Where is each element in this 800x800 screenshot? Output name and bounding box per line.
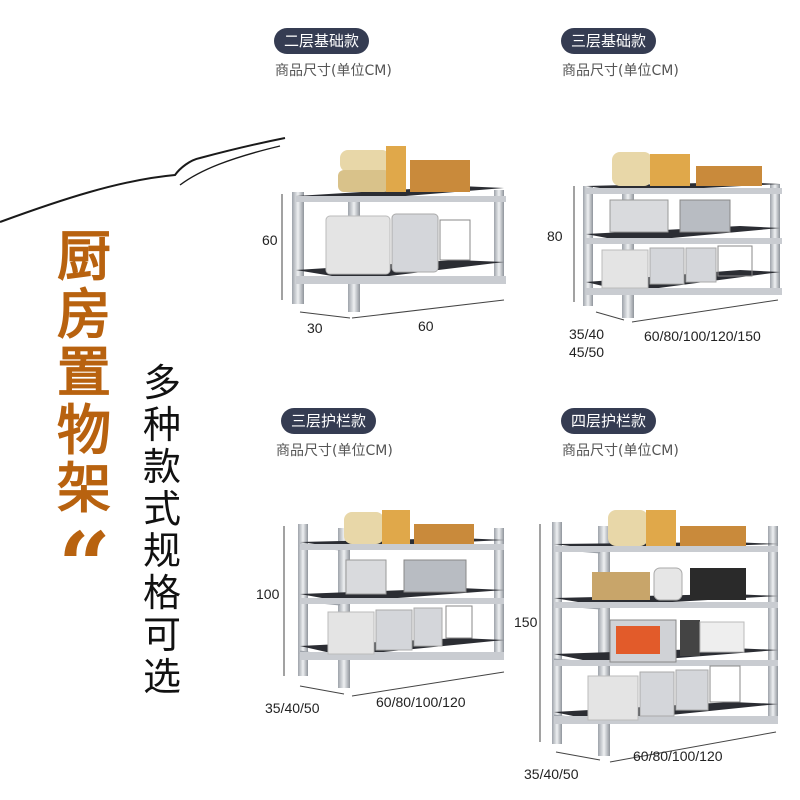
dimension-depth: 30 [307,320,323,336]
product-badge-three-tier-basic: 三层基础款 [561,28,657,54]
dimension-width: 60/80/100/120 [376,694,466,710]
shelf-three-tier-guardrail [283,510,505,697]
dimension-depth: 35/40/50 [265,700,320,716]
unit-label: 商品尺寸(单位CM) [275,63,392,79]
subtitle-char: 多 [142,361,181,405]
dimension-width: 60 [418,318,434,334]
subtitle-char: 款 [142,445,181,489]
page-title: 厨 房 置 物 架 [52,228,116,518]
title-char: 房 [57,283,111,346]
subtitle-char: 格 [142,571,181,615]
subtitle-char: 选 [142,655,181,699]
dimension-depth-line2: 45/50 [569,344,605,360]
title-char: 置 [57,341,111,404]
subtitle-char: 可 [142,613,181,657]
dimension-width: 60/80/100/120/150 [644,328,761,344]
product-badge-four-tier-guardrail: 四层护栏款 [561,408,657,434]
shelf-two-tier-basic [281,146,506,319]
page-subtitle: 多 种 款 式 规 格 可 选 [140,362,184,698]
unit-label: 商品尺寸(单位CM) [276,443,393,459]
title-char: 架 [57,457,111,520]
dimension-height: 100 [256,586,280,602]
product-badge-three-tier-guardrail: 三层护栏款 [281,408,377,434]
subtitle-char: 种 [142,403,181,447]
dimension-height: 60 [262,232,278,248]
dimension-height: 80 [547,228,563,244]
subtitle-char: 式 [142,487,181,531]
shelf-four-tier-guardrail [539,510,778,763]
shelf-three-tier-basic [573,152,782,323]
quote-mark-icon: “ [58,512,111,620]
subtitle-char: 规 [142,529,181,573]
unit-label: 商品尺寸(单位CM) [562,443,679,459]
unit-label: 商品尺寸(单位CM) [562,63,679,79]
dimension-height: 150 [514,614,538,630]
dimension-depth-line1: 35/40 [569,326,605,342]
product-badge-two-tier-basic: 二层基础款 [274,28,370,54]
title-char: 物 [57,399,111,462]
dimension-width: 60/80/100/120 [633,748,723,764]
title-char: 厨 [57,225,111,288]
dimension-depth: 35/40/50 [524,766,579,782]
